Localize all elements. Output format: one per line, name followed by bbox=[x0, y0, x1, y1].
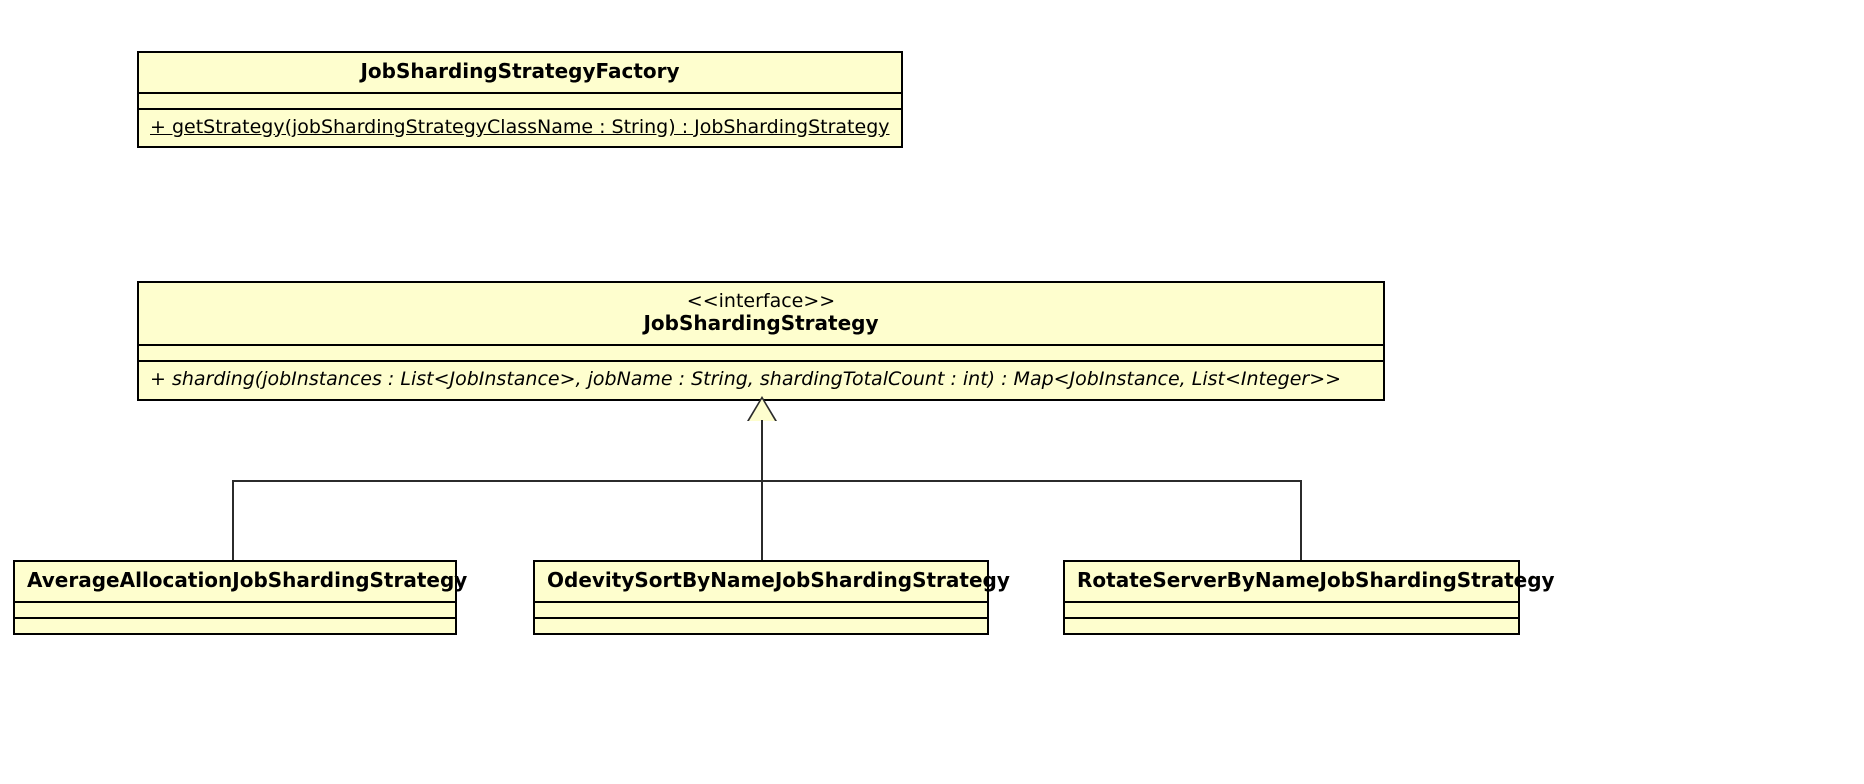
class-box-average-allocation-job-sharding-strategy[interactable]: AverageAllocationJobShardingStrategy bbox=[13, 560, 468, 635]
compartment-divider bbox=[139, 360, 1383, 362]
class-box-rotate-server-by-name-job-sharding-strategy[interactable]: RotateServerByNameJobShardingStrategy bbox=[1063, 560, 1555, 635]
attributes-compartment-interface bbox=[139, 346, 1383, 360]
attributes-compartment-average-allocation bbox=[15, 603, 455, 617]
class-title-rotate-server-by-name: RotateServerByNameJobShardingStrategy bbox=[1077, 568, 1555, 592]
compartment-divider bbox=[535, 600, 987, 603]
methods-compartment-interface: + sharding(jobInstances : List<JobInstan… bbox=[139, 362, 1383, 399]
generalization-drop-odevity-sort-by-name bbox=[761, 480, 763, 561]
class-header-interface: <<interface>> JobShardingStrategy bbox=[139, 283, 1383, 344]
class-title-interface: JobShardingStrategy bbox=[643, 311, 879, 336]
methods-compartment-odevity-sort-by-name bbox=[535, 619, 987, 633]
class-stereotype-interface: <<interface>> bbox=[686, 290, 836, 312]
methods-compartment-rotate-server-by-name bbox=[1065, 619, 1518, 633]
class-box-odevity-sort-by-name-job-sharding-strategy[interactable]: OdevitySortByNameJobShardingStrategy bbox=[533, 560, 1010, 635]
class-box-job-sharding-strategy-interface[interactable]: <<interface>> JobShardingStrategy + shar… bbox=[137, 281, 1385, 401]
methods-compartment-average-allocation bbox=[15, 619, 455, 633]
generalization-arrow-fill bbox=[749, 399, 775, 421]
attributes-compartment-factory bbox=[139, 94, 901, 108]
class-title-factory: JobShardingStrategyFactory bbox=[360, 59, 680, 83]
compartment-divider bbox=[15, 616, 455, 619]
class-header-rotate-server-by-name: RotateServerByNameJobShardingStrategy bbox=[1065, 562, 1555, 601]
compartment-divider bbox=[1065, 600, 1518, 603]
class-title-odevity-sort-by-name: OdevitySortByNameJobShardingStrategy bbox=[547, 568, 1010, 592]
generalization-bus bbox=[232, 480, 1302, 482]
class-header-odevity-sort-by-name: OdevitySortByNameJobShardingStrategy bbox=[535, 562, 1010, 601]
methods-compartment-factory: + getStrategy(jobShardingStrategyClassNa… bbox=[139, 110, 901, 147]
compartment-divider bbox=[15, 600, 455, 603]
compartment-divider bbox=[1065, 616, 1518, 619]
attributes-compartment-odevity-sort-by-name bbox=[535, 603, 987, 617]
compartment-divider bbox=[139, 107, 901, 110]
method-sharding: + sharding(jobInstances : List<JobInstan… bbox=[150, 368, 1342, 390]
class-box-job-sharding-strategy-factory[interactable]: JobShardingStrategyFactory + getStrategy… bbox=[137, 51, 903, 149]
generalization-stem bbox=[761, 420, 763, 481]
class-header-factory: JobShardingStrategyFactory bbox=[139, 53, 901, 92]
class-header-average-allocation: AverageAllocationJobShardingStrategy bbox=[15, 562, 468, 601]
method-get-strategy: + getStrategy(jobShardingStrategyClassNa… bbox=[150, 115, 890, 138]
attributes-compartment-rotate-server-by-name bbox=[1065, 603, 1518, 617]
class-title-average-allocation: AverageAllocationJobShardingStrategy bbox=[27, 568, 468, 592]
compartment-divider bbox=[139, 91, 901, 94]
compartment-divider bbox=[139, 344, 1383, 346]
compartment-divider bbox=[535, 616, 987, 619]
generalization-drop-average-allocation bbox=[232, 480, 234, 561]
generalization-drop-rotate-server-by-name bbox=[1300, 480, 1302, 561]
